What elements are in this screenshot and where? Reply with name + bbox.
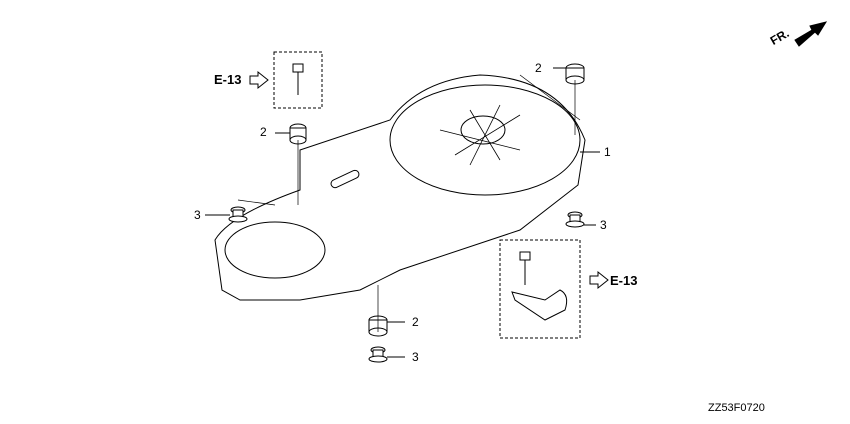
collar-icon <box>565 211 585 228</box>
callout-3-bottom: 3 <box>412 350 419 364</box>
arrow-right-icon <box>589 270 609 290</box>
callout-3-left: 3 <box>194 208 201 222</box>
reference-e13-top[interactable]: E-13 <box>214 72 242 87</box>
reference-e13-right[interactable]: E-13 <box>610 273 638 288</box>
callout-2-top-right: 2 <box>535 61 542 75</box>
drawing-code: ZZ53F0720 <box>708 402 765 414</box>
bolt-box-top <box>273 51 323 109</box>
bolt-icon <box>519 251 531 285</box>
callout-2-left: 2 <box>260 125 267 139</box>
callout-3-right: 3 <box>600 218 607 232</box>
bracket-icon <box>511 289 568 321</box>
front-arrow-icon <box>794 21 828 47</box>
arrow-left-icon <box>249 70 269 90</box>
callout-2-bottom: 2 <box>412 315 419 329</box>
bolt-icon <box>292 63 304 95</box>
belt-cover <box>214 74 586 301</box>
bracket-box <box>499 239 581 339</box>
callout-1: 1 <box>604 145 611 159</box>
collar-icon <box>228 206 248 223</box>
pulley-housing <box>389 84 581 196</box>
collar-icon <box>368 346 388 363</box>
